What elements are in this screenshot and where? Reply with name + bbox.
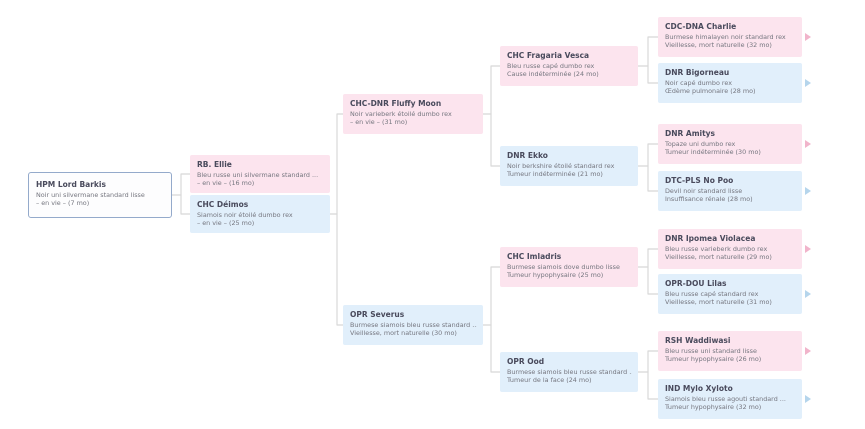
rat-variety: Noir capé dumbo rex [665, 79, 732, 87]
rat-variety: Siamois bleu russe agouti standard ... [665, 395, 786, 403]
tree-node-dnr-ekko[interactable]: DNR Ekko Noir berkshire étoilé standard … [500, 146, 638, 186]
rat-name: IND Mylo Xyloto [665, 384, 733, 393]
tree-node-chc-deimos[interactable]: CHC Déimos Siamois noir étoilé dumbo rex… [190, 195, 330, 233]
expand-ancestors-icon[interactable] [805, 244, 811, 253]
tree-node-rsh-waddiwasi[interactable]: RSH Waddiwasi Bleu russe uni standard li… [658, 331, 802, 371]
rat-status: Insuffisance rénale (28 mo) [665, 195, 753, 203]
rat-status: Vieillesse, mort naturelle (32 mo) [665, 41, 772, 49]
rat-status: Vieillesse, mort naturelle (30 mo) [350, 329, 457, 337]
rat-variety: Burmese siamois bleu russe standard ... [350, 321, 477, 329]
rat-name: RB. Ellie [197, 160, 232, 169]
rat-status: Tumeur de la face (24 mo) [507, 376, 592, 384]
rat-status: Vieillesse, mort naturelle (31 mo) [665, 298, 772, 306]
tree-node-hpm-lord-barkis[interactable]: HPM Lord Barkis Noir uni silvermane stan… [28, 172, 172, 218]
rat-name: DNR Ekko [507, 151, 548, 160]
rat-status: Tumeur indéterminée (30 mo) [665, 148, 761, 156]
expand-ancestors-icon[interactable] [805, 186, 811, 195]
tree-node-opr-dou-lilas[interactable]: OPR-DOU Lilas Bleu russe capé standard r… [658, 274, 802, 314]
rat-name: DNR Ipomea Violacea [665, 234, 756, 243]
rat-status: Tumeur hypophysaire (26 mo) [665, 355, 762, 363]
rat-variety: Noir varieberk étoilé dumbo rex [350, 110, 452, 118]
rat-variety: Bleu russe uni silvermane standard ... [197, 171, 319, 179]
rat-status: – en vie – (25 mo) [197, 219, 255, 227]
rat-status: Tumeur hypophysaire (25 mo) [507, 271, 604, 279]
rat-name: CHC-DNR Fluffy Moon [350, 99, 442, 108]
expand-ancestors-icon[interactable] [805, 32, 811, 41]
rat-status: Tumeur hypophysaire (32 mo) [665, 403, 762, 411]
rat-name: DNR Bigorneau [665, 68, 730, 77]
rat-variety: Burmese himalayen noir standard rex [665, 33, 786, 41]
rat-name: OPR Severus [350, 310, 405, 319]
tree-node-dnr-ipomea-violacea[interactable]: DNR Ipomea Violacea Bleu russe varieberk… [658, 229, 802, 269]
rat-name: CHC Fragaria Vesca [507, 51, 590, 60]
rat-variety: Bleu russe capé dumbo rex [507, 62, 595, 70]
rat-name: RSH Waddiwasi [665, 336, 731, 345]
rat-status: – en vie – (31 mo) [350, 118, 408, 126]
rat-name: CHC Imladris [507, 252, 562, 261]
tree-node-chc-dnr-fluffy-moon[interactable]: CHC-DNR Fluffy Moon Noir varieberk étoil… [343, 94, 483, 134]
rat-status: – en vie – (16 mo) [197, 179, 255, 187]
rat-variety: Noir uni silvermane standard lisse [36, 191, 145, 199]
rat-name: CHC Déimos [197, 200, 249, 209]
tree-node-chc-imladris[interactable]: CHC Imladris Burmese siamois dove dumbo … [500, 247, 638, 287]
rat-name: OPR-DOU Lilas [665, 279, 727, 288]
tree-node-dtc-pls-no-poo[interactable]: DTC-PLS No Poo Devil noir standard lisse… [658, 171, 802, 211]
rat-variety: Bleu russe capé standard rex [665, 290, 759, 298]
expand-ancestors-icon[interactable] [805, 78, 811, 87]
expand-ancestors-icon[interactable] [805, 139, 811, 148]
rat-name: DTC-PLS No Poo [665, 176, 734, 185]
rat-status: Tumeur indéterminée (21 mo) [507, 170, 603, 178]
rat-variety: Siamois noir étoilé dumbo rex [197, 211, 293, 219]
rat-status: – en vie – (7 mo) [36, 199, 90, 207]
tree-node-dnr-amitys[interactable]: DNR Amitys Topaze uni dumbo rex Tumeur i… [658, 124, 802, 164]
tree-node-dnr-bigorneau[interactable]: DNR Bigorneau Noir capé dumbo rex Œdème … [658, 63, 802, 103]
rat-variety: Burmese siamois dove dumbo lisse [507, 263, 620, 271]
rat-name: OPR Ood [507, 357, 545, 366]
rat-variety: Topaze uni dumbo rex [665, 140, 736, 148]
rat-variety: Devil noir standard lisse [665, 187, 743, 195]
tree-node-rb-ellie[interactable]: RB. Ellie Bleu russe uni silvermane stan… [190, 155, 330, 193]
tree-node-opr-ood[interactable]: OPR Ood Burmese siamois bleu russe stand… [500, 352, 638, 392]
rat-status: Cause indéterminée (24 mo) [507, 70, 599, 78]
rat-name: HPM Lord Barkis [36, 180, 106, 189]
tree-node-opr-severus[interactable]: OPR Severus Burmese siamois bleu russe s… [343, 305, 483, 345]
tree-node-chc-fragaria-vesca[interactable]: CHC Fragaria Vesca Bleu russe capé dumbo… [500, 46, 638, 86]
rat-variety: Bleu russe uni standard lisse [665, 347, 757, 355]
rat-status: Vieillesse, mort naturelle (29 mo) [665, 253, 772, 261]
tree-node-cdc-dna-charlie[interactable]: CDC-DNA Charlie Burmese himalayen noir s… [658, 17, 802, 57]
rat-name: DNR Amitys [665, 129, 716, 138]
expand-ancestors-icon[interactable] [805, 289, 811, 298]
expand-ancestors-icon[interactable] [805, 346, 811, 355]
tree-node-ind-mylo-xyloto[interactable]: IND Mylo Xyloto Siamois bleu russe agout… [658, 379, 802, 419]
expand-ancestors-icon[interactable] [805, 394, 811, 403]
rat-variety: Bleu russe varieberk dumbo rex [665, 245, 768, 253]
rat-status: Œdème pulmonaire (28 mo) [665, 87, 756, 95]
rat-variety: Burmese siamois bleu russe standard ... [507, 368, 632, 376]
rat-name: CDC-DNA Charlie [665, 22, 737, 31]
rat-variety: Noir berkshire étoilé standard rex [507, 162, 615, 170]
